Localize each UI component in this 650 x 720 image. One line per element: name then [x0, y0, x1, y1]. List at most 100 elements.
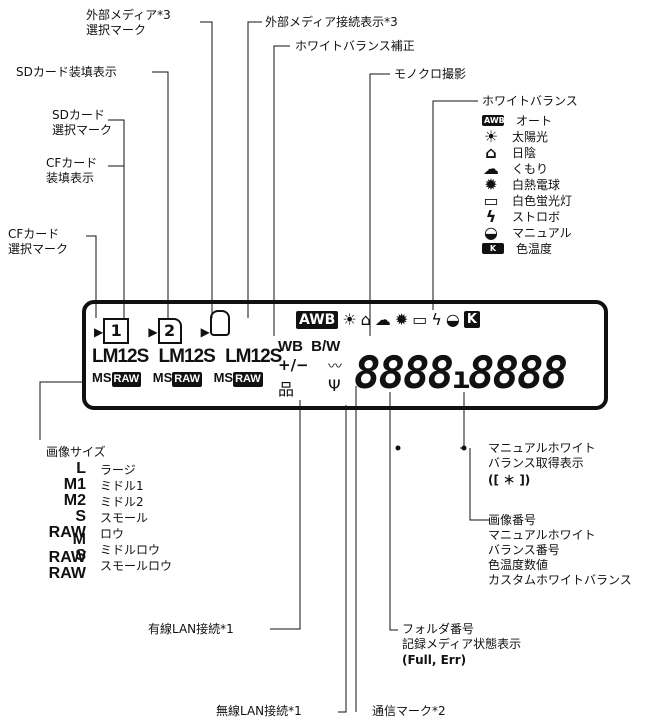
wb-label: 色温度	[516, 241, 553, 256]
image-number-digits: 8888	[468, 348, 568, 399]
sd-raw-badge: RAW	[172, 372, 202, 387]
size-item: M RAW ミドルロウ	[46, 531, 172, 566]
wb-label: 白色蛍光灯	[512, 193, 573, 208]
label-cf-loaded: CFカード 装填表示	[46, 156, 98, 185]
wb-icon: ✹	[484, 174, 498, 194]
wireless-lan-icon: Ψ	[328, 376, 341, 395]
cloud-icon: ☁	[374, 310, 391, 329]
size-item: S スモール	[46, 508, 172, 525]
label-folder-status-values: (Full, Err)	[402, 653, 467, 667]
wb-icon: AWB	[482, 114, 505, 126]
wb-correction-sign: +/−	[278, 356, 309, 374]
ext-size-text: LM12S	[225, 346, 282, 367]
size-item: RAW ロウ	[46, 524, 172, 541]
size-key: RAW	[48, 524, 86, 541]
wb-label: オート	[516, 113, 553, 128]
cf-ms-text: MS	[92, 370, 112, 385]
size-key: L	[76, 460, 86, 477]
ext-ms-text: MS	[213, 370, 234, 385]
wb-item: ▭ 白色蛍光灯	[482, 190, 573, 210]
wb-icon: ϟ	[485, 206, 497, 226]
cf-slot-icon: 1	[103, 318, 130, 344]
size-key: S RAW	[48, 547, 86, 582]
tungsten-icon: ✹	[394, 310, 409, 329]
label-comm-mark: 通信マーク*2	[372, 704, 446, 718]
wb-icon: ⌂	[485, 142, 497, 162]
wb-label: 白熱電球	[512, 177, 561, 192]
label-manual-wb-get-symbol: ([ ＊ ])	[488, 473, 531, 487]
label-manual-wb-get: マニュアルホワイト バランス取得表示	[488, 441, 596, 470]
label-white-balance: ホワイトバランス	[482, 94, 578, 108]
label-monochrome: モノクロ撮影	[394, 67, 467, 81]
sun-icon: ☀	[342, 310, 357, 329]
label-wireless-lan: 無線LAN接続*1	[216, 704, 302, 718]
wb-label: マニュアル	[512, 225, 572, 240]
wb-item: ◒ マニュアル	[482, 222, 572, 242]
size-label: ミドル1	[100, 478, 144, 493]
wb-icon: ▭	[483, 190, 499, 210]
size-label: ロウ	[100, 526, 125, 541]
wb-icon: ☁	[483, 158, 499, 178]
size-key: S	[75, 508, 86, 525]
shade-icon: ⌂	[360, 310, 371, 329]
wb-item: ☀ 太陽光	[482, 126, 572, 146]
sd-ms-text: MS	[152, 370, 173, 385]
size-label: ミドルロウ	[100, 542, 161, 557]
size-label: スモールロウ	[100, 558, 173, 573]
slot-indicators: ▶1 ▶2 ▶	[94, 310, 230, 344]
flash-icon: ϟ	[431, 310, 442, 329]
cf-raw-badge: RAW	[111, 372, 142, 387]
wb-item: AWB オート	[482, 112, 572, 128]
label-sd-select: SDカード 選択マーク	[52, 108, 113, 137]
wb-icon: ◒	[484, 222, 498, 242]
wb-icon: ☀	[483, 126, 499, 146]
custom-wb-icon: ◒	[445, 310, 460, 329]
size-key: M1	[63, 476, 86, 493]
wb-item: ✹ 白熱電球	[482, 174, 572, 194]
wb-item: ☁ くもり	[482, 158, 572, 178]
ext-media-icon	[209, 310, 230, 336]
size-key: M2	[63, 492, 86, 509]
size-label: ミドル2	[100, 494, 144, 509]
label-cf-select: CFカード 選択マーク	[8, 227, 69, 256]
comm-icon: 〰	[328, 359, 342, 375]
label-image-size: 画像サイズ	[46, 445, 106, 459]
size-item: L ラージ	[46, 460, 172, 477]
size-label: スモール	[100, 510, 149, 525]
wb-label: 太陽光	[512, 129, 549, 144]
label-wb-correction: ホワイトバランス補正	[295, 39, 415, 53]
size-item: S RAW スモールロウ	[46, 547, 173, 582]
wired-lan-icon: 品	[278, 380, 295, 399]
cf-size-text: LM12S	[92, 346, 149, 367]
size-key: M RAW	[48, 531, 86, 566]
fluorescent-icon: ▭	[412, 310, 428, 329]
size-item: M2 ミドル2	[46, 492, 172, 509]
label-wired-lan: 有線LAN接続*1	[148, 622, 234, 636]
wb-icon: K	[482, 242, 504, 254]
folder-number-digits: 8888	[354, 348, 454, 399]
size-label: ラージ	[100, 462, 136, 477]
wb-item: K 色温度	[482, 240, 572, 256]
wb-item: ϟ ストロボ	[482, 206, 572, 226]
label-ext-media-conn: 外部メディア接続表示*3	[265, 15, 398, 29]
label-image-number: 画像番号 マニュアルホワイト バランス番号 色温度数値 カスタムホワイトバランス	[488, 513, 632, 587]
label-folder-number: フォルダ番号 記録メディア状態表示	[402, 622, 522, 651]
sd-size-text: LM12S	[158, 346, 216, 367]
wb-label: 日陰	[512, 145, 537, 160]
label-ext-media-select: 外部メディア*3 選択マーク	[86, 8, 171, 37]
wb-label: ストロボ	[512, 209, 561, 224]
wb-shift-text: WB	[278, 338, 303, 355]
label-sd-loaded: SDカード装填表示	[16, 65, 117, 79]
bw-text: B/W	[311, 338, 341, 355]
kelvin-icon: K	[463, 311, 480, 328]
awb-icon: AWB	[296, 310, 339, 329]
wb-label: くもり	[512, 161, 549, 176]
ext-raw-badge: RAW	[233, 372, 263, 387]
wb-item: ⌂ 日陰	[482, 142, 572, 162]
sd-slot-icon: 2	[157, 318, 182, 344]
size-item: M1 ミドル1	[46, 476, 172, 493]
